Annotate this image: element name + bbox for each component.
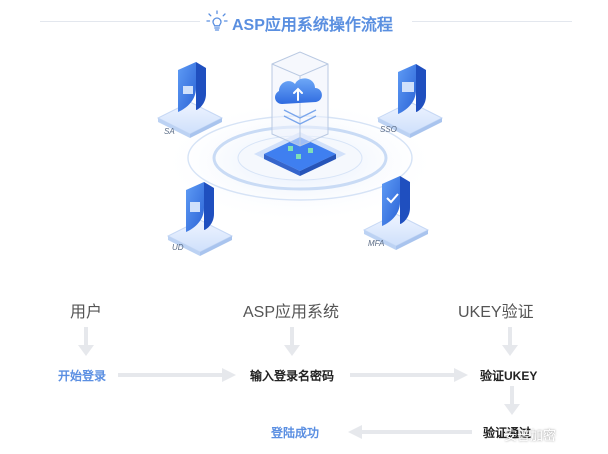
- watermark: 安普加密: [504, 428, 557, 443]
- step-enter-credentials: 输入登录名密码: [250, 369, 335, 383]
- arrow-right-1: [118, 368, 236, 382]
- mfa-module: MFA: [362, 176, 430, 250]
- header: ASP应用系统操作流程: [0, 8, 608, 34]
- arrow-down-ukey: [502, 327, 518, 356]
- module-label-ud: UD: [172, 243, 184, 252]
- sa-module: SA: [156, 62, 224, 138]
- arrow-down-asp: [284, 327, 300, 356]
- module-label-sa: SA: [164, 127, 175, 136]
- arrow-down-verify: [504, 386, 520, 415]
- page-title: ASP应用系统操作流程: [232, 17, 393, 34]
- arrow-down-user: [78, 327, 94, 356]
- column-user: 用户: [70, 304, 103, 321]
- sso-module: SSO: [376, 64, 444, 138]
- step-verify-pass: 验证通过: [483, 426, 532, 440]
- arrow-left: [348, 425, 472, 439]
- step-login-success: 登陆成功: [271, 426, 320, 440]
- column-ukey-verify: UKEY验证: [458, 304, 534, 321]
- column-asp-system: ASP应用系统: [243, 304, 340, 321]
- lightbulb-icon: [206, 10, 228, 31]
- header-divider-right: [412, 21, 572, 22]
- step-verify-ukey: 验证UKEY: [480, 369, 538, 383]
- module-label-sso: SSO: [380, 125, 397, 134]
- arrow-right-2: [350, 368, 468, 382]
- cloud-upload-icon: [275, 78, 322, 125]
- ud-module: UD: [166, 182, 234, 256]
- header-divider-left: [40, 21, 200, 22]
- step-start-login: 开始登录: [58, 369, 107, 383]
- platform-illustration: SA SSO UD MFA: [156, 51, 444, 256]
- module-label-mfa: MFA: [368, 239, 384, 248]
